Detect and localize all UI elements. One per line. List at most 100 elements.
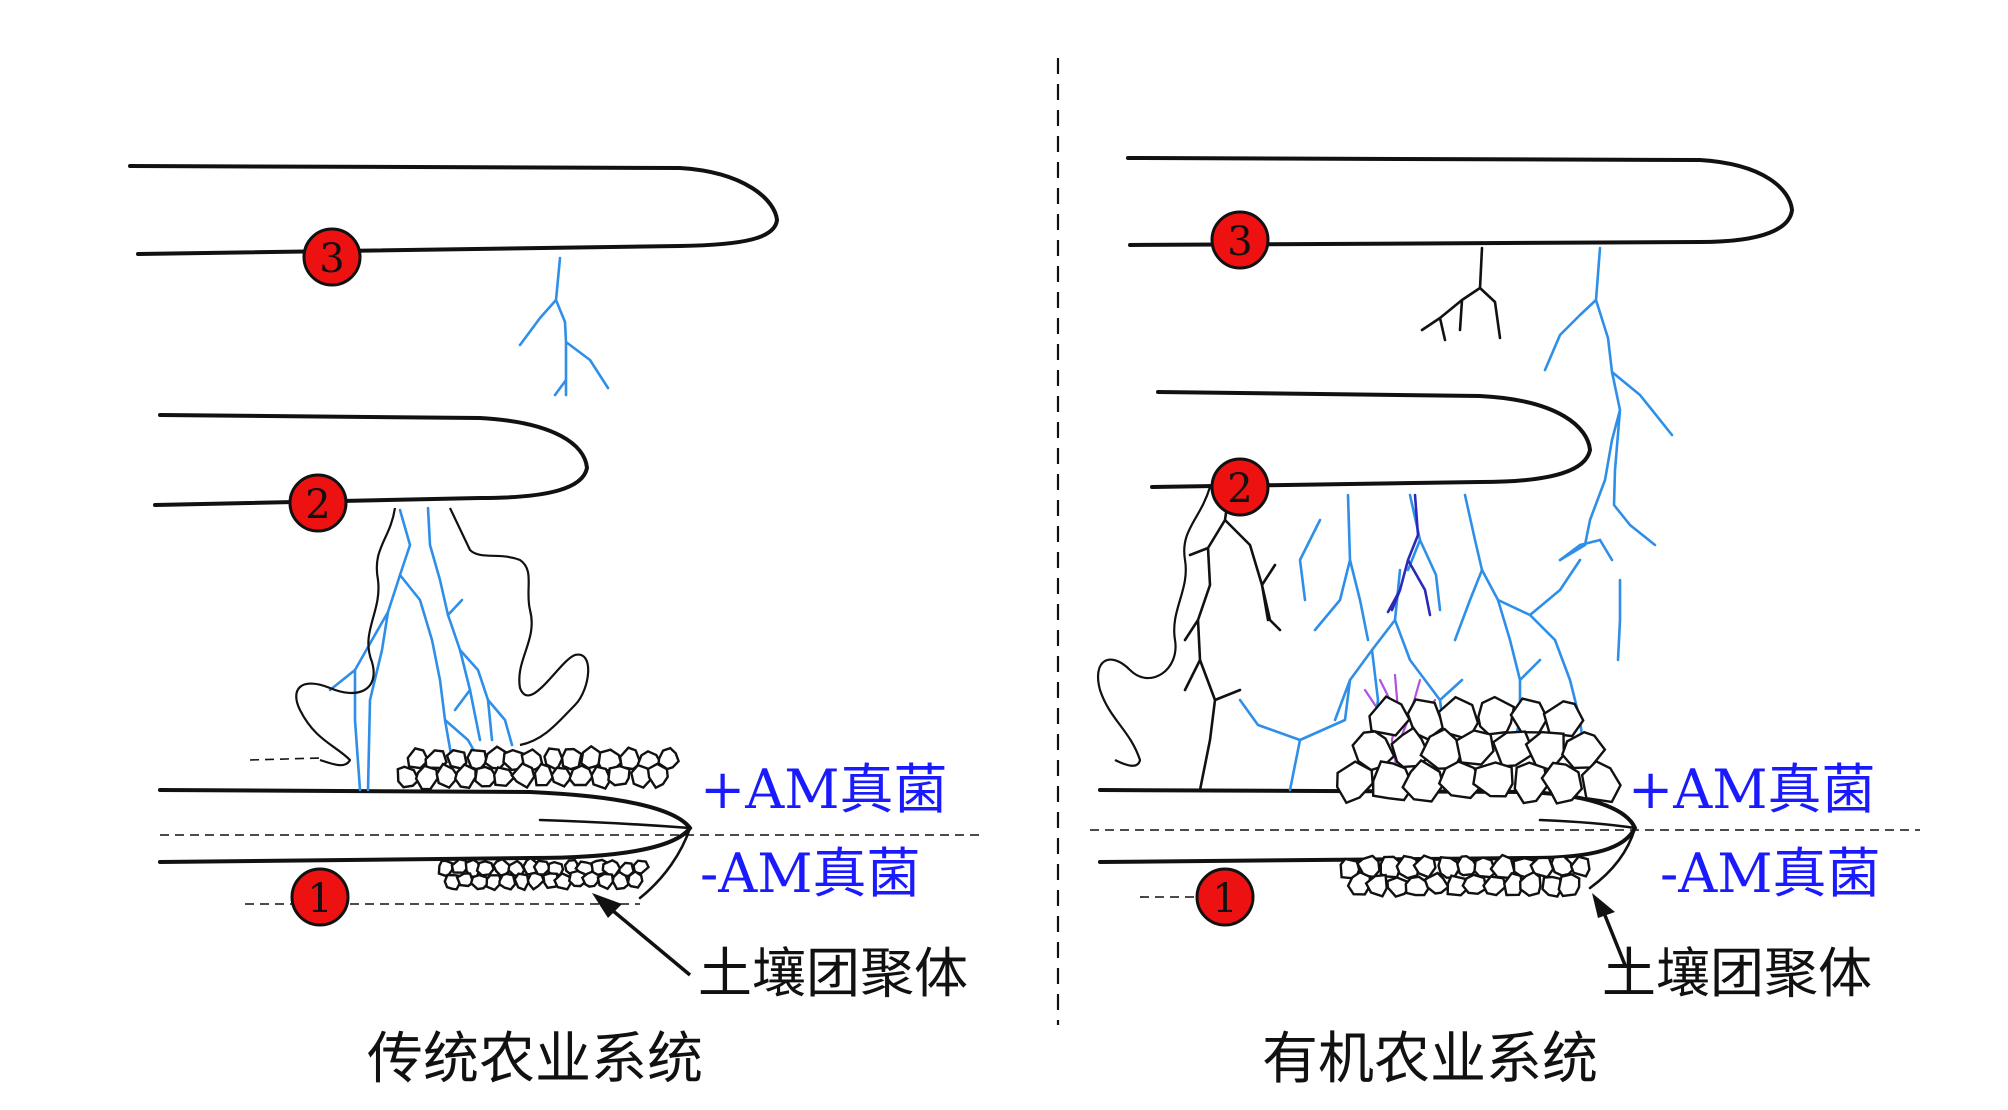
root-marker-3-right-number: 3 (1227, 219, 1252, 265)
label-aggregate-left: 土壤团聚体 (698, 942, 968, 1005)
hypha-network-left (328, 506, 514, 792)
soil-aggregate-particle (632, 859, 650, 875)
soil-aggregate-particle (568, 764, 595, 787)
soil-aggregate-particle (1423, 871, 1450, 895)
soil-aggregate-particle (1569, 855, 1591, 878)
soil-aggregate-particle (1461, 873, 1488, 896)
root-marker-3-right: 3 (1210, 210, 1270, 270)
root-2-left (153, 413, 590, 507)
soil-aggregate-particle (550, 766, 573, 788)
soil-aggregate-particle (1346, 870, 1372, 896)
soil-aggregate-particle (1446, 874, 1469, 897)
rhizosphere-outline-right (1097, 486, 1212, 767)
soil-aggregate-particle (590, 765, 612, 790)
soil-aggregate-particle (526, 871, 546, 891)
soil-aggregate-particle (469, 873, 490, 891)
label-minus-am-left: -AM真菌 (700, 842, 921, 905)
soil-aggregate-particle (657, 746, 680, 771)
label-plus-am-right: +AM真菌 (1628, 758, 1876, 821)
root-1-left (158, 788, 693, 864)
root-marker-3-left-number: 3 (319, 236, 344, 282)
soil-aggregate-particle (1513, 761, 1549, 805)
soil-aggregate-particle (455, 872, 475, 888)
soil-aggregate-particle (1482, 875, 1508, 897)
soil-aggregate-particle (1509, 697, 1549, 734)
root-3-left (128, 164, 780, 256)
soil-aggregate-particle (1518, 870, 1542, 898)
soil-aggregate-particle (1404, 875, 1430, 897)
root-marker-1-right: 1 (1195, 867, 1255, 927)
root-1-right-tip-inner (1538, 818, 1637, 830)
soil-aggregate-particle (498, 872, 517, 891)
soil-aggregate-particle (1557, 873, 1581, 898)
soil-aggregate-particle (1401, 758, 1445, 803)
soil-aggregate-particle (1540, 761, 1584, 805)
soil-aggregate-particle (1477, 695, 1516, 736)
root-1-left-tip-inner (538, 818, 692, 830)
rhizosphere-outline-left-lower (249, 757, 321, 761)
panel-conventional: 3 2 1 +AM真菌 -AM真菌 土壤团聚体 传统农业系统 (128, 164, 985, 1092)
soil-aggregate-particle (1364, 873, 1388, 898)
hypha-dark-right (1386, 493, 1432, 617)
soil-aggregate-particle (1371, 760, 1415, 802)
root-marker-2-left: 2 (288, 473, 348, 533)
aggregate-cluster-left-plus (396, 744, 680, 791)
soil-aggregate-particle (475, 860, 495, 877)
panel-organic: 3 2 1 +AM真菌 -AM真菌 土壤团聚体 有机农业系统 (1090, 156, 1920, 1092)
soil-aggregate-particle (533, 762, 555, 787)
soil-aggregate-particle (1386, 876, 1411, 898)
soil-aggregate-particle (1550, 855, 1574, 877)
label-minus-am-right: -AM真菌 (1660, 842, 1881, 905)
rhizosphere-outline-left (295, 507, 590, 767)
soil-aggregate-particle (596, 872, 615, 891)
soil-aggregate-particle (1395, 854, 1420, 880)
soil-aggregate-particle (437, 859, 454, 878)
root-1-right-tip-lower (1588, 826, 1637, 890)
soil-aggregate-particle (1368, 695, 1411, 737)
black-root-branch-right-3 (1420, 246, 1502, 342)
soil-aggregate-particle (1472, 761, 1514, 798)
soil-aggregate-particle (435, 762, 460, 790)
aggregate-cluster-left-minus (437, 856, 650, 892)
soil-aggregate-particle (607, 764, 631, 787)
hypha-left-3 (518, 256, 610, 397)
soil-aggregate-particle (611, 870, 630, 891)
root-3-right (1126, 156, 1795, 247)
soil-aggregate-particle (567, 869, 587, 888)
soil-aggregate-particle (1542, 700, 1585, 738)
soil-aggregate-particle (1502, 872, 1524, 897)
soil-aggregate-particle (1580, 759, 1622, 804)
root-marker-3-left: 3 (302, 227, 362, 287)
panel-title-right: 有机农业系统 (1262, 1027, 1598, 1092)
soil-aggregate-particle (485, 874, 503, 892)
root-marker-1-left-number: 1 (307, 876, 332, 922)
soil-aggregate-particle (1456, 854, 1480, 877)
aggregate-arrow-right (1592, 893, 1627, 966)
hypha-right-3 (1543, 246, 1674, 562)
soil-aggregate-particle (1541, 875, 1563, 898)
root-marker-1-right-number: 1 (1212, 876, 1237, 922)
soil-aggregate-particle (1560, 730, 1607, 770)
soil-aggregate-particle (1437, 760, 1485, 800)
soil-aggregate-particle (1491, 730, 1536, 768)
soil-aggregate-particle (513, 872, 530, 892)
black-root-network-right (1183, 483, 1282, 792)
aggregate-arrow-left (592, 893, 692, 977)
soil-aggregate-particle (453, 763, 477, 790)
aggregate-cluster-right-plus (1335, 695, 1622, 805)
soil-aggregate-particle (1379, 855, 1402, 879)
soil-aggregate-particle (396, 765, 421, 789)
soil-aggregate-particle (1335, 760, 1374, 805)
root-2-right (1150, 390, 1593, 489)
soil-aggregate-particle (510, 762, 536, 790)
soil-aggregate-particle (492, 766, 516, 788)
soil-aggregate-particle (580, 870, 601, 888)
soil-aggregate-particle (406, 747, 430, 770)
aggregate-cluster-right-minus (1339, 853, 1591, 898)
soil-aggregate-particle (1455, 729, 1495, 766)
soil-aggregate-particle (473, 765, 499, 788)
soil-aggregate-particle (646, 762, 669, 790)
label-plus-am-left: +AM真菌 (700, 758, 948, 821)
root-marker-2-right: 2 (1210, 457, 1270, 517)
soil-aggregate-particle (1355, 854, 1381, 879)
